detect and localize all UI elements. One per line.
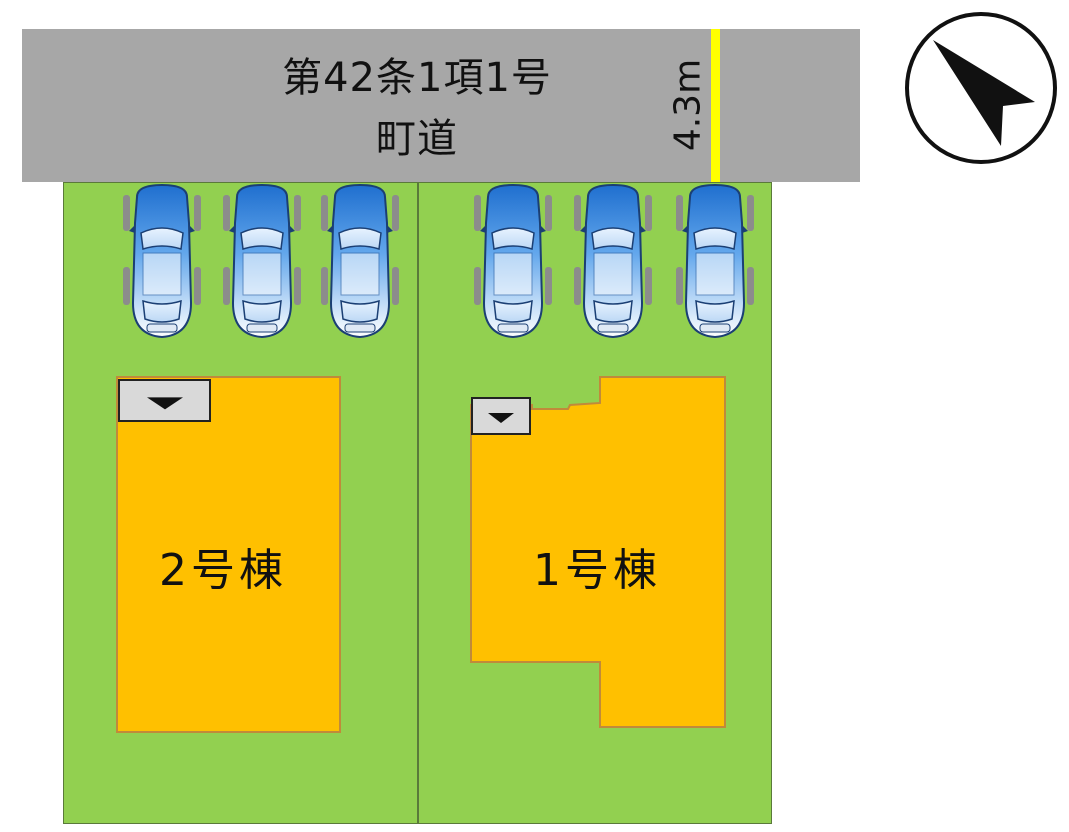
road-type-label: 町道 <box>376 116 458 162</box>
building-1-label: 1号棟 <box>533 545 661 596</box>
entrance-marker-icon <box>488 413 514 423</box>
road <box>22 29 860 182</box>
entrance-marker-building-2 <box>118 379 211 422</box>
car-icon <box>473 184 553 338</box>
car-icon <box>122 184 202 338</box>
car-icon <box>320 184 400 338</box>
road-width-marker <box>711 29 720 182</box>
car-icon <box>573 184 653 338</box>
building-2-footprint <box>116 376 341 733</box>
road-classification-label: 第42条1項1号 <box>282 55 552 101</box>
compass-north-arrow-icon <box>905 12 1057 164</box>
car-icon <box>675 184 755 338</box>
building-2-label: 2号棟 <box>159 545 287 596</box>
entrance-marker-icon <box>146 396 183 409</box>
entrance-marker-building-1 <box>471 397 531 435</box>
car-icon <box>222 184 302 338</box>
